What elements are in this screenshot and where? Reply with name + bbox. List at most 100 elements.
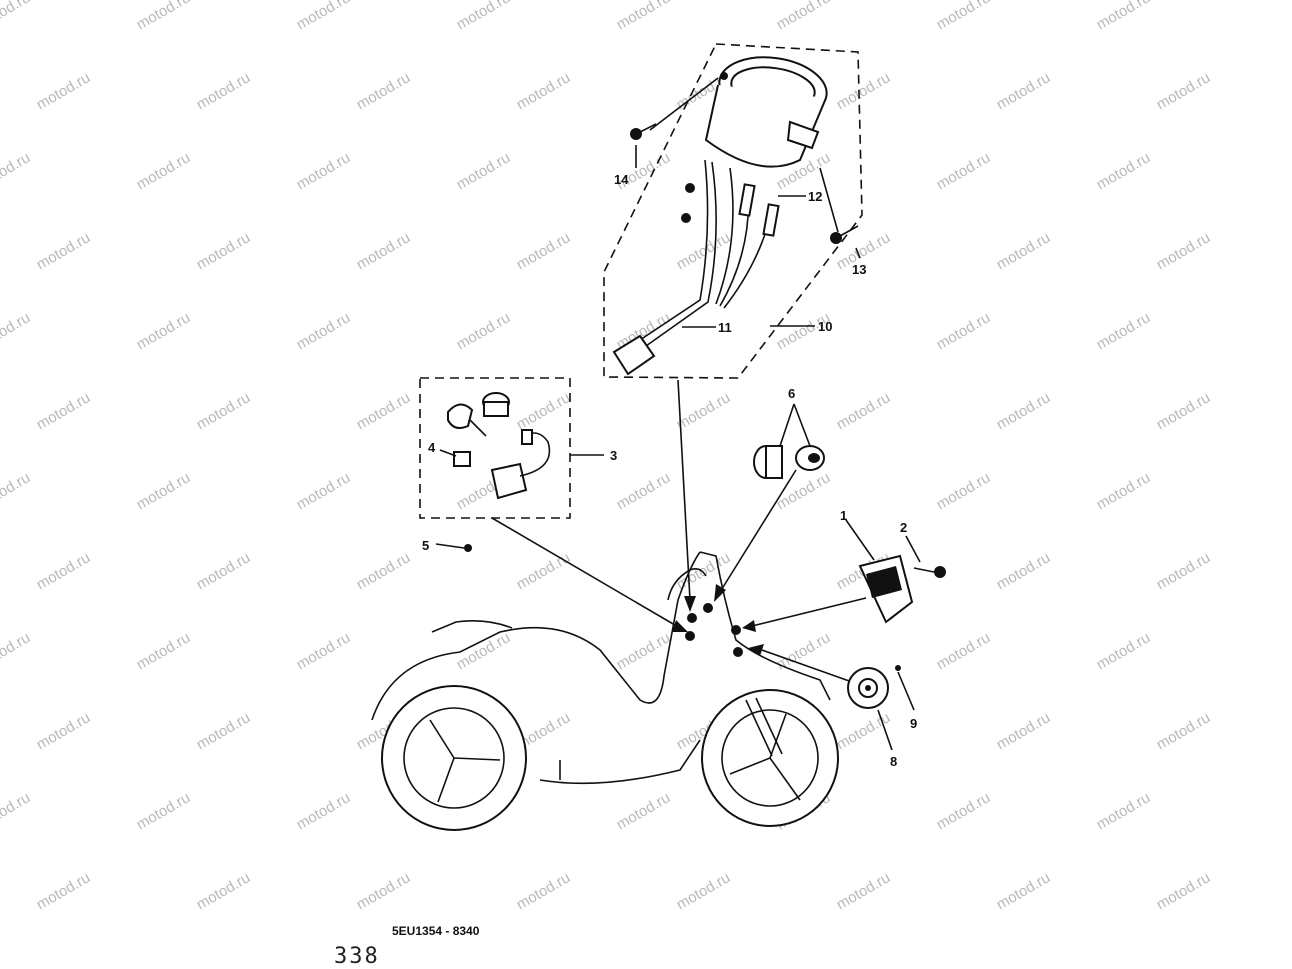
arrow-bulbs [719, 469, 797, 593]
watermark-text: motod.ru [934, 629, 994, 673]
watermark-text: motod.ru [354, 389, 414, 433]
watermark-text: motod.ru [354, 869, 414, 913]
watermark-text: motod.ru [134, 789, 194, 833]
watermark-text: motod.ru [1094, 309, 1154, 353]
watermark-text: motod.ru [1094, 629, 1154, 673]
screw-9 [895, 665, 901, 671]
leader-13-a [819, 167, 839, 233]
watermark-text: motod.ru [34, 709, 94, 753]
watermark-text: motod.ru [194, 389, 254, 433]
watermark-text: motod.ru [0, 469, 33, 513]
watermark-text: motod.ru [934, 469, 994, 513]
callout-13: 13 [852, 262, 866, 277]
watermark-text: motod.ru [1154, 389, 1214, 433]
watermark-text: motod.ru [294, 629, 354, 673]
callout-6: 6 [788, 386, 795, 401]
watermark-text: motod.ru [674, 869, 734, 913]
drawing-code: 5EU1354 - 8340 [392, 924, 480, 938]
arrow-main-switch [491, 517, 681, 629]
watermark-text: motod.ru [134, 469, 194, 513]
watermark-text: motod.ru [0, 0, 33, 33]
watermark-text: motod.ru [354, 549, 414, 593]
callout-9: 9 [910, 716, 917, 731]
watermark-text: motod.ru [194, 709, 254, 753]
screw-5 [464, 544, 472, 552]
watermark-text: motod.ru [994, 709, 1054, 753]
watermark-text: motod.ru [294, 789, 354, 833]
watermark-text: motod.ru [194, 69, 254, 113]
leader-8 [877, 709, 893, 751]
watermark-text: motod.ru [134, 309, 194, 353]
watermark-text: motod.ru [834, 389, 894, 433]
leader-6-a [779, 403, 795, 447]
watermark-text: motod.ru [1094, 469, 1154, 513]
callout-3: 3 [610, 448, 617, 463]
watermark-text: motod.ru [1154, 869, 1214, 913]
watermark-text: motod.ru [354, 229, 414, 273]
callout-10: 10 [818, 319, 832, 334]
watermark-text: motod.ru [34, 229, 94, 273]
watermark-text: motod.ru [994, 389, 1054, 433]
watermark-text: motod.ru [1154, 709, 1214, 753]
callout-12: 12 [808, 189, 822, 204]
watermark-text: motod.ru [994, 69, 1054, 113]
watermark-text: motod.ru [834, 869, 894, 913]
leader-4 [439, 449, 457, 457]
watermark-text: motod.ru [1154, 549, 1214, 593]
watermark-text: motod.ru [994, 869, 1054, 913]
page-number: 338 [334, 944, 380, 969]
watermark-text: motod.ru [454, 0, 514, 33]
watermark-text: motod.ru [934, 309, 994, 353]
watermark-text: motod.ru [994, 549, 1054, 593]
leader-6-b [793, 403, 811, 447]
watermark-text: motod.ru [454, 309, 514, 353]
watermark-text: motod.ru [1094, 149, 1154, 193]
watermark-text: motod.ru [994, 229, 1054, 273]
callout-11: 11 [718, 320, 732, 335]
watermark-text: motod.ru [194, 229, 254, 273]
callout-1: 1 [840, 508, 847, 523]
callout-8: 8 [890, 754, 897, 769]
leader-1 [845, 519, 875, 561]
watermark-text: motod.ru [294, 0, 354, 33]
watermark-text: motod.ru [34, 69, 94, 113]
callout-4: 4 [428, 440, 436, 455]
watermark-text: motod.ru [294, 309, 354, 353]
meter-wire-harness [612, 159, 780, 376]
scooter-outline [371, 551, 839, 831]
watermark-text: motod.ru [0, 789, 33, 833]
watermark-text: motod.ru [1154, 229, 1214, 273]
watermark-text: motod.ru [1154, 69, 1214, 113]
watermark-text: motod.ru [34, 389, 94, 433]
watermark-text: motod.ru [614, 629, 674, 673]
main-switch-assembly [447, 392, 551, 500]
watermark-text: motod.ru [834, 709, 894, 753]
watermark-text: motod.ru [774, 0, 834, 33]
watermark-text: motod.ru [354, 69, 414, 113]
horn [847, 667, 889, 709]
watermark-text: motod.ru [454, 149, 514, 193]
callout-2: 2 [900, 520, 907, 535]
watermark-text: motod.ru [934, 0, 994, 33]
watermark-text: motod.ru [614, 469, 674, 513]
watermark-text: motod.ru [294, 469, 354, 513]
watermark-text: motod.ru [674, 389, 734, 433]
watermark-text: motod.ru [0, 309, 33, 353]
watermark-text: motod.ru [514, 389, 574, 433]
watermark-text: motod.ru [0, 629, 33, 673]
watermark-text: motod.ru [34, 549, 94, 593]
leader-14-a [649, 77, 719, 131]
screw-14 [630, 123, 657, 140]
speedometer-group-box [603, 43, 863, 379]
watermark-text: motod.ru [514, 869, 574, 913]
arrow-relay [751, 597, 867, 627]
main-switch-group-box [419, 377, 571, 519]
watermark-text: motod.ru [514, 69, 574, 113]
watermark-text: motod.ru [514, 549, 574, 593]
watermark-text: motod.ru [934, 149, 994, 193]
watermark-text: motod.ru [674, 229, 734, 273]
relay [858, 554, 914, 624]
callout-14: 14 [614, 172, 629, 187]
